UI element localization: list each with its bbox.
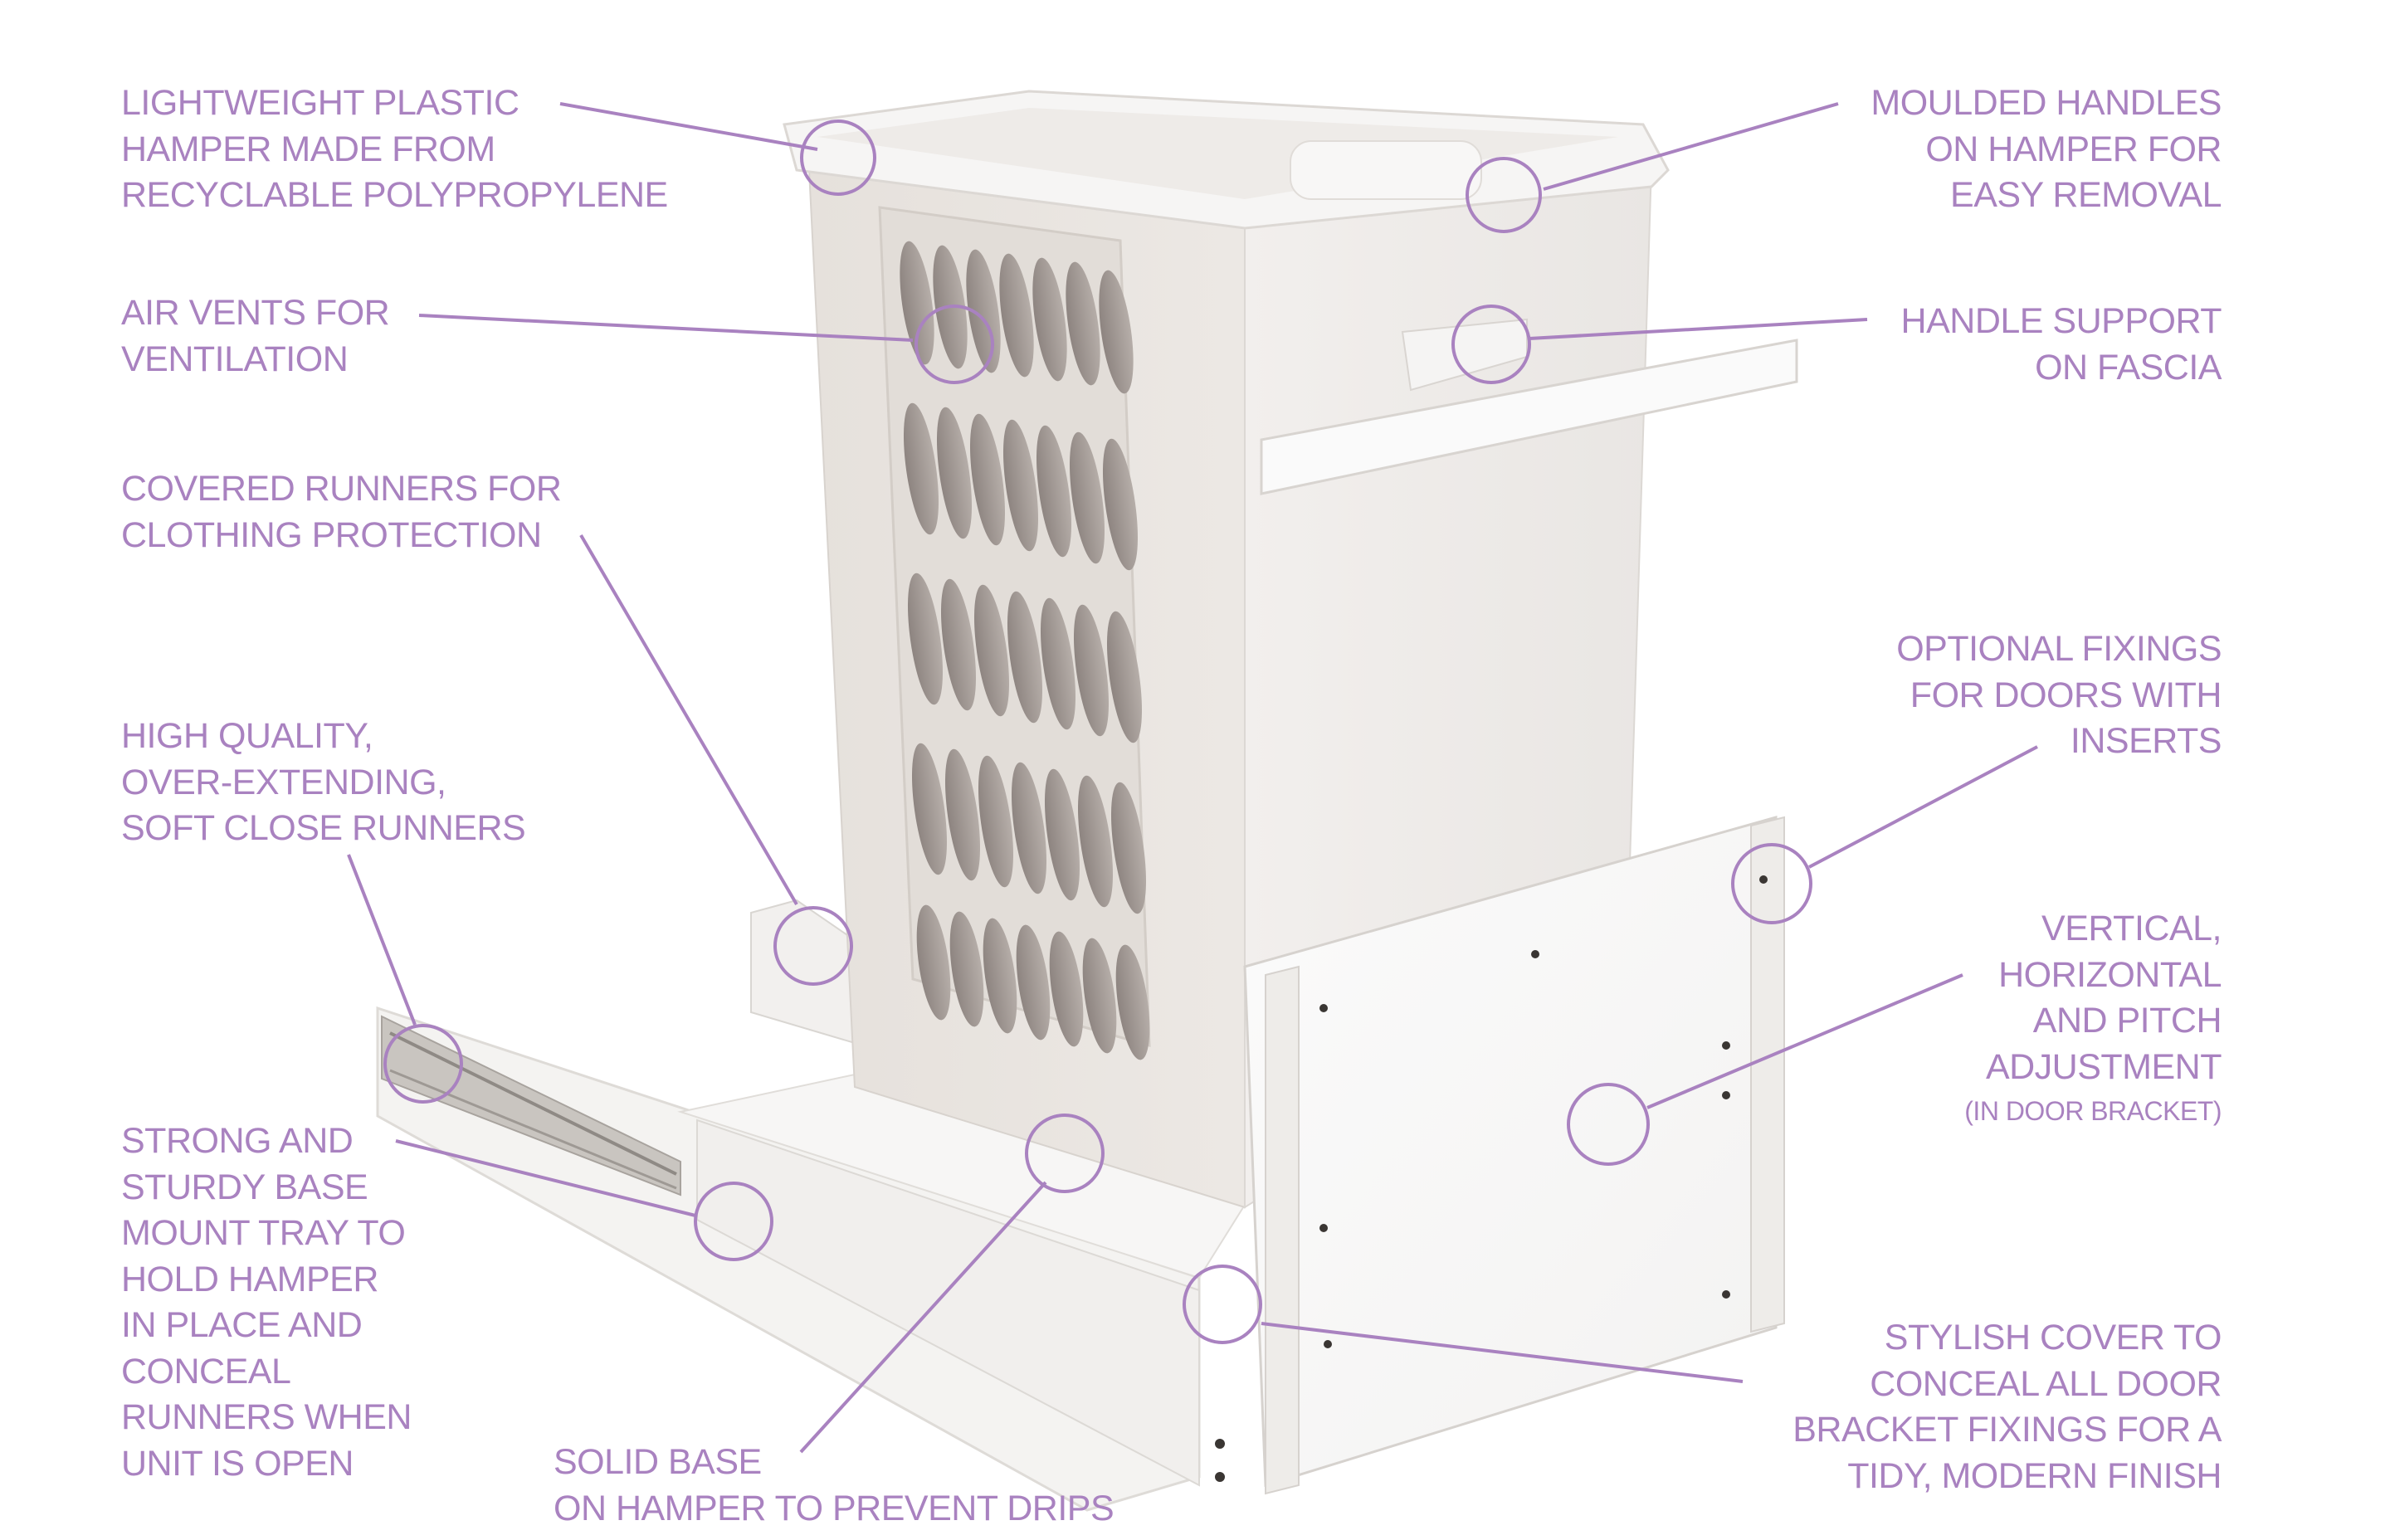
- callout-stylish-cover: STYLISH COVER TO CONCEAL ALL DOOR BRACKE…: [1792, 1318, 2222, 1496]
- callout-air-vents: AIR VENTS FOR VENTILATION: [121, 293, 390, 379]
- callout-hamper-material: LIGHTWEIGHT PLASTIC HAMPER MADE FROM REC…: [121, 83, 668, 215]
- door-bracket-panel: [1215, 816, 1785, 1495]
- callout-moulded-handles: MOULDED HANDLES ON HAMPER FOR EASY REMOV…: [1871, 83, 2222, 215]
- callout-solid-base: SOLID BASE ON HAMPER TO PREVENT DRIPS: [554, 1442, 1115, 1528]
- callout-soft-close-runners: HIGH QUALITY, OVER-EXTENDING, SOFT CLOSE…: [121, 716, 526, 848]
- callout-optional-fixings: OPTIONAL FIXINGS FOR DOORS WITH INSERTS: [1896, 629, 2222, 761]
- air-vent-slots: [900, 241, 1150, 1060]
- callout-adjustment: VERTICAL, HORIZONTAL AND PITCH ADJUSTMEN…: [1964, 906, 2222, 1132]
- callout-base-mount-tray: STRONG AND STURDY BASE MOUNT TRAY TO HOL…: [121, 1121, 412, 1484]
- callout-adjustment-note: (IN DOOR BRACKET): [1964, 1096, 2222, 1126]
- callout-handle-support: HANDLE SUPPORT ON FASCIA: [1900, 301, 2222, 387]
- callout-covered-runners: COVERED RUNNERS FOR CLOTHING PROTECTION: [121, 469, 562, 555]
- callout-leaders: [347, 102, 2038, 1454]
- base-tray: [376, 899, 1263, 1512]
